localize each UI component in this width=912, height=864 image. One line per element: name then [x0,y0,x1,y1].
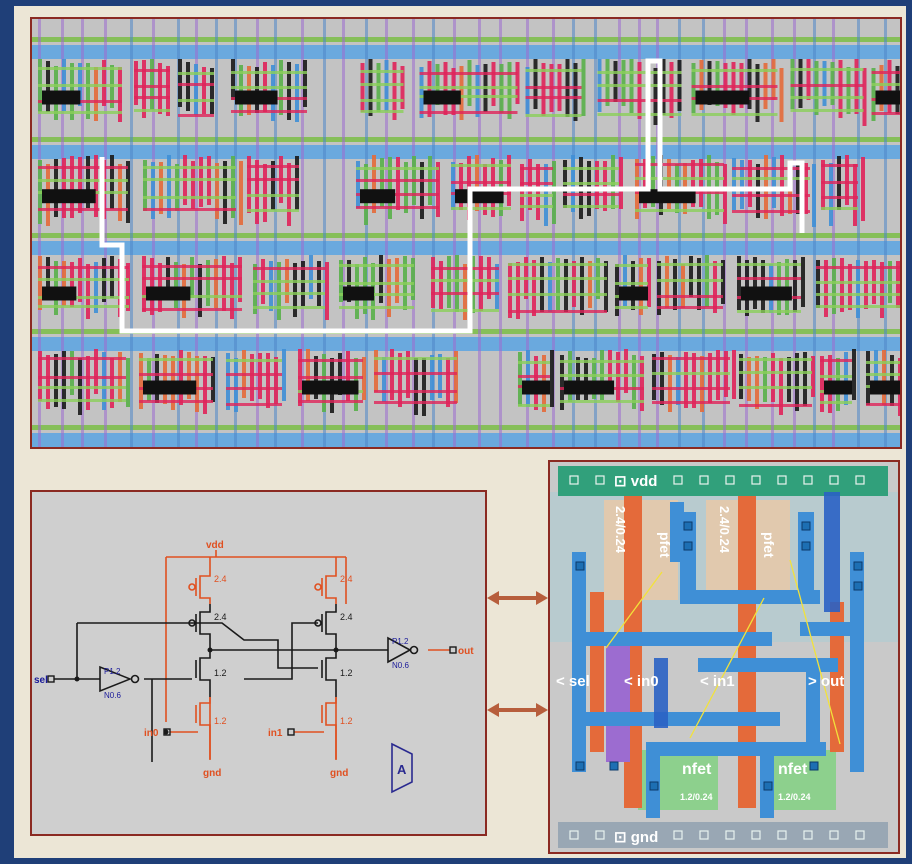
pin-sel: < sel [556,673,590,690]
vdd-label: vdd [206,540,224,551]
mux-schematic-drawing: vdd gnd gnd sel in0 in1 out 2.4 2.4 2.4 … [34,540,474,794]
pin-markers [47,646,457,736]
in0-label: in0 [144,728,159,739]
n3-size: 1.2 [214,716,227,726]
chip-layout-drawing [32,19,900,447]
inv-left-p: P1.2 [104,667,121,676]
double-arrow-icon [487,703,548,717]
cell-symbol-icon [391,742,413,794]
p4-size: 2.4 [340,612,353,622]
cell-gnd-label: ⊡ gnd [614,829,658,846]
nfet-label-left: nfet [682,761,712,778]
nfet-size-left: 1.2/0.24 [680,792,713,802]
n1-size: 1.2 [214,668,227,678]
pfet-label-left: pfet [657,532,673,558]
in1-label: in1 [268,728,283,739]
sel-label: sel [34,675,48,686]
metal1-wires [572,502,864,818]
p3-size: 2.4 [214,612,227,622]
junction-dots [74,647,339,735]
rail-contacts [569,475,865,840]
pfet-label-right: pfet [761,532,777,558]
chip-layout-panel [30,17,902,449]
pin-labels: < sel < in0 < in1 > out [556,673,844,690]
out-label: out [458,646,474,657]
power-transistors [188,570,337,759]
mux-cell-layout-drawing: ⊡ vdd ⊡ gnd [550,466,898,848]
pin-in0: < in0 [624,673,659,690]
signal-nets [54,604,419,762]
route-highlight [99,58,805,334]
pfet-size-right: 2.4/0.24 [717,506,732,554]
vdd-rail [558,466,888,496]
p2-size: 2.4 [340,574,353,584]
metal2-wires [654,492,840,728]
gnd-rail [558,822,888,848]
pfet-labels: 2.4/0.24 pfet 2.4/0.24 pfet [613,506,777,558]
n2-size: 1.2 [340,668,353,678]
n4-size: 1.2 [340,716,353,726]
mux-schematic-panel: vdd gnd gnd sel in0 in1 out 2.4 2.4 2.4 … [30,490,487,836]
p1-size: 2.4 [214,574,227,584]
pin-out: > out [808,673,844,690]
gnd-right-label: gnd [330,768,348,779]
nfet-size-right: 1.2/0.24 [778,792,811,802]
pfet-size-left: 2.4/0.24 [613,506,628,554]
pin-in1: < in1 [700,673,735,690]
inv-right-p: P1.2 [392,637,409,646]
gnd-left-label: gnd [203,768,221,779]
nfet-labels: nfet 1.2/0.24 nfet 1.2/0.24 [680,761,811,802]
mux-cell-layout-panel: ⊡ vdd ⊡ gnd [548,460,900,854]
power-nets [165,550,450,760]
flight-lines [605,559,841,745]
cell-vdd-label: ⊡ vdd [614,473,657,490]
contacts [575,521,863,791]
nfet-label-right: nfet [778,761,808,778]
inv-left-n: N0.6 [104,691,121,700]
double-arrow-icon [487,591,548,605]
symbol-letter: A [397,762,407,777]
inv-right-n: N0.6 [392,661,409,670]
